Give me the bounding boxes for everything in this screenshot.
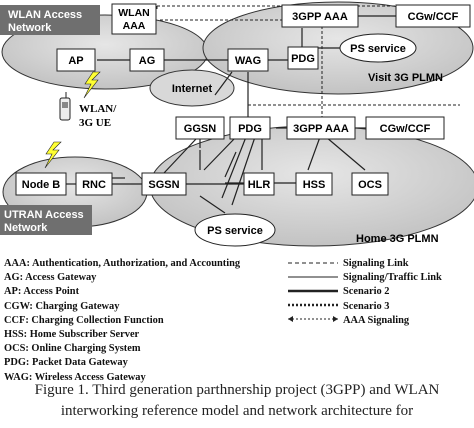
ps-home-label: PS service	[207, 225, 263, 237]
wlan-aaa-label-2: AAA	[123, 20, 146, 32]
aaa-top-label: 3GPP AAA	[292, 11, 348, 23]
cgw-mid-node	[365, 116, 445, 140]
wireless-bolt-2-icon	[44, 141, 62, 169]
rnc-label: RNC	[82, 179, 106, 191]
legend-scenario-2: Scenario 2	[343, 286, 390, 298]
hss-node	[295, 172, 333, 196]
cgw-top-node	[395, 4, 471, 28]
pdg-mid-label: PDG	[238, 123, 262, 135]
hss-label: HSS	[303, 179, 326, 191]
legend-line-samples	[288, 262, 338, 322]
abbrev-hss: HSS: Home Subscriber Server	[4, 329, 140, 341]
wag-label: WAG	[235, 55, 261, 67]
aaa-mid-label: 3GPP AAA	[293, 123, 349, 135]
utran-label-1: UTRAN Access	[4, 209, 84, 221]
legend-aaa-signaling: AAA Signaling	[343, 314, 410, 326]
ps-visit-node	[339, 33, 417, 63]
ggsn-label: GGSN	[184, 123, 216, 135]
legend-scenario-3: Scenario 3	[343, 300, 390, 312]
aaa-top-node	[281, 4, 359, 28]
caption-line-1: Figure 1. Third generation parthnership …	[34, 382, 440, 398]
abbrev-aaa: AAA: Authentication, Authorization, and …	[4, 258, 241, 269]
ue-label-2: 3G UE	[79, 117, 111, 129]
abbrev-ccf: CCF: Charging Collection Function	[4, 314, 164, 326]
abbrev-cgw: CGW: Charging Gateway	[4, 300, 120, 312]
utran-label-2: Network	[4, 222, 48, 234]
ag-label: AG	[139, 55, 156, 67]
cgw-top-label: CGw/CCF	[408, 11, 459, 23]
pdg-mid-node	[229, 116, 271, 140]
wag-node	[227, 48, 269, 72]
wlan-access-label-2: Network	[8, 22, 52, 34]
caption-line-2: interworking reference model and network…	[60, 403, 414, 419]
ocs-node	[351, 172, 389, 196]
wlan-access-label-box	[0, 5, 100, 35]
ggsn-node	[175, 116, 225, 140]
links	[97, 15, 396, 214]
line-legend: Signaling Link Signaling/Traffic Link Sc…	[343, 257, 442, 328]
ag-node	[129, 48, 165, 72]
ap-node	[56, 48, 96, 72]
hlr-node	[243, 172, 275, 196]
abbrev-wag: WAG: Wireless Access Gateway	[4, 371, 146, 383]
legend-signaling-traffic: Signaling/Traffic Link	[343, 272, 442, 284]
wlan-aaa-label-1: WLAN	[118, 7, 150, 19]
abbrev-legend: AAA: Authentication, Authorization, and …	[4, 257, 240, 385]
nodeb-label: Node B	[22, 179, 61, 191]
abbrev-ag: AG: Access Gateway	[4, 272, 97, 284]
wlan-access-label-1: WLAN Access	[8, 9, 82, 21]
ue-label-1: WLAN/	[79, 103, 117, 115]
cgw-mid-label: CGw/CCF	[380, 123, 431, 135]
phone-icon	[59, 92, 71, 121]
utran-label-box	[0, 205, 92, 235]
abbrev-ap: AP: Access Point	[4, 286, 80, 298]
sgsn-label: SGSN	[148, 179, 179, 191]
ps-visit-label: PS service	[350, 43, 406, 55]
home-plmn-label: Home 3G PLMN	[356, 233, 439, 245]
internet-label: Internet	[172, 83, 213, 95]
pdg-top-node	[287, 46, 319, 70]
ocs-label: OCS	[358, 179, 382, 191]
aaa-mid-node	[286, 116, 356, 140]
abbrev-ocs: OCS: Online Charging System	[4, 343, 141, 355]
abbrev-pdg: PDG: Packet Data Gateway	[4, 357, 128, 369]
figure-caption: Figure 1. Third generation parthnership …	[0, 380, 474, 422]
internet-cloud	[149, 69, 235, 107]
ap-label: AP	[68, 55, 83, 67]
pdg-top-label: PDG	[291, 53, 315, 65]
ps-home-node	[194, 213, 276, 247]
wireless-bolt-icon	[83, 71, 101, 99]
hlr-label: HLR	[248, 179, 271, 191]
wlan-aaa-node	[111, 3, 157, 35]
legend-signaling-link: Signaling Link	[343, 258, 409, 269]
visit-plmn-label: Visit 3G PLMN	[368, 72, 443, 84]
